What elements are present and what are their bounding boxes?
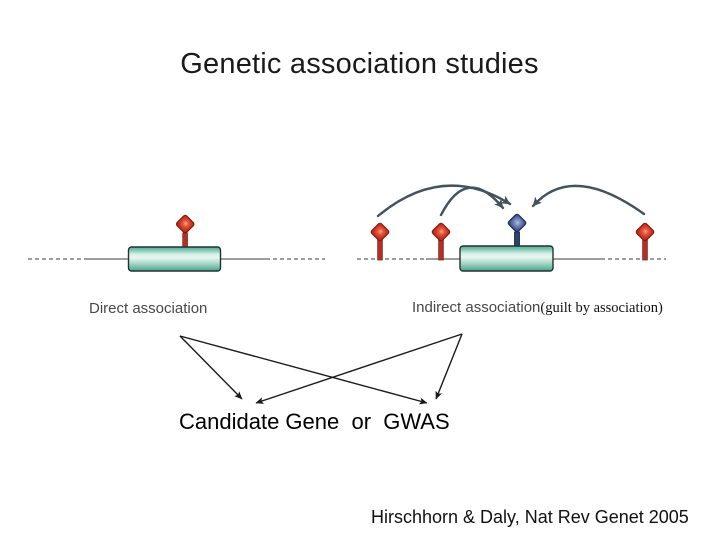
direct-association-panel xyxy=(28,214,325,272)
association-arc-arrows xyxy=(376,184,646,218)
indirect-association-label-text: Indirect association xyxy=(412,299,541,316)
method-pointer-arrows xyxy=(179,333,463,405)
pointer-arrow xyxy=(179,335,428,405)
association-arc xyxy=(531,184,646,216)
red-snp-marker-icon xyxy=(635,222,655,261)
indirect-association-panel xyxy=(357,184,666,272)
direct-association-label: Direct association xyxy=(89,300,208,317)
red-snp-marker-icon xyxy=(370,222,390,261)
pointer-arrow xyxy=(255,333,463,404)
red-snp-marker-icon xyxy=(431,222,451,261)
indirect-association-label: Indirect association(guilt by associatio… xyxy=(412,299,663,317)
association-arc xyxy=(376,184,512,218)
gene-box xyxy=(459,245,554,272)
red-snp-marker-icon xyxy=(175,214,195,249)
pointer-arrow xyxy=(435,333,463,400)
gene-box xyxy=(127,246,222,272)
blue-causal-variant-icon xyxy=(507,213,527,251)
association-arc xyxy=(439,186,505,217)
citation-text: Hirschhorn & Daly, Nat Rev Genet 2005 xyxy=(371,507,689,527)
guilt-by-association-note: (guilt by association) xyxy=(540,300,663,316)
candidate-gene-gwas-label: Candidate Gene or GWAS xyxy=(179,409,450,434)
pointer-arrow xyxy=(179,335,243,400)
slide-title: Genetic association studies xyxy=(180,48,539,80)
